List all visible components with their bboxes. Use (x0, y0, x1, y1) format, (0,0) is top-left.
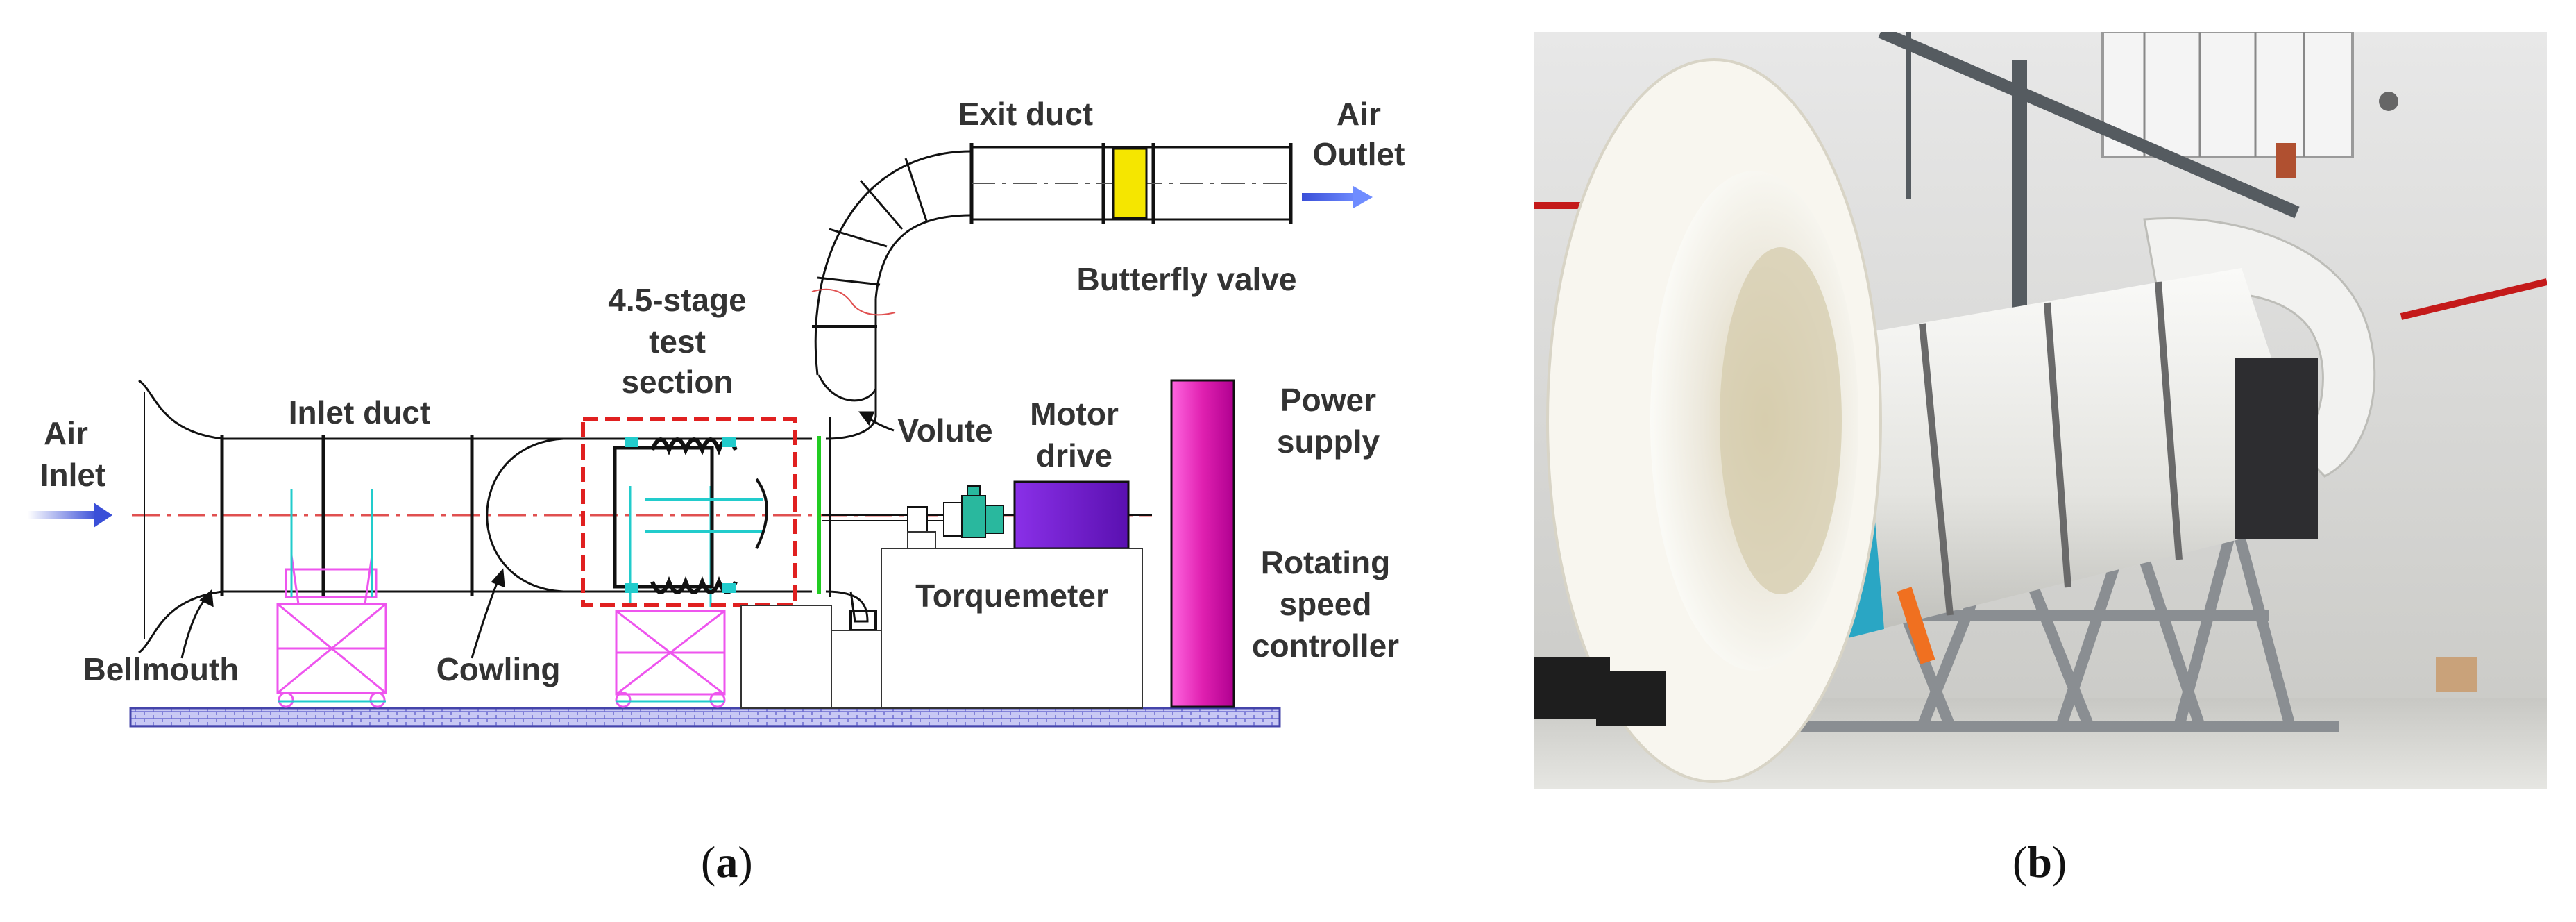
test-section-instrumentation (2235, 358, 2318, 539)
air-outlet-arrow (1302, 186, 1373, 208)
test-rig-photograph (1534, 32, 2547, 789)
caption-a: (a) (701, 837, 753, 887)
power-supply-cabinet (1170, 379, 1235, 708)
caption-b: (b) (2012, 837, 2067, 887)
compressor-test-section (604, 436, 821, 594)
label-test-section-line3: section (621, 364, 733, 400)
label-bellmouth: Bellmouth (83, 651, 239, 687)
leader-arrows (180, 411, 895, 659)
label-cowling: Cowling (437, 651, 561, 687)
label-air-inlet-line1: Air (44, 415, 88, 451)
label-motor-drive-line1: Motor (1030, 396, 1119, 432)
label-motor-drive-line2: drive (1036, 437, 1112, 473)
steel-beams (1878, 32, 2300, 310)
air-inlet-arrow (28, 503, 112, 528)
motor (1013, 480, 1130, 550)
caption-b-letter: b (2027, 837, 2052, 887)
bellmouth (138, 379, 223, 654)
label-test-section-line2: test (649, 324, 706, 360)
inlet-duct-stand-guides (278, 489, 386, 703)
electrical-panel (2276, 143, 2296, 178)
label-torquemeter: Torquemeter (915, 578, 1108, 614)
duct-flanges (1919, 281, 2183, 616)
label-air-inlet-line2: Inlet (40, 457, 106, 493)
label-rotating-speed-controller-line1: Rotating (1261, 544, 1391, 580)
exit-elbow (811, 150, 972, 376)
cardboard-box (2436, 657, 2477, 692)
caption-a-letter: a (715, 837, 738, 887)
cowling (486, 437, 564, 593)
orange-strap (1897, 587, 1935, 664)
label-volute: Volute (897, 412, 992, 449)
inlet-duct-stand (276, 555, 387, 708)
test-rig-schematic: Air Inlet Inlet duct Bellmouth Cowling 4… (28, 96, 1405, 728)
wall-lamp (2379, 92, 2398, 111)
drive-shaft (822, 485, 1152, 538)
label-power-supply-line2: supply (1277, 424, 1380, 460)
label-exit-duct: Exit duct (958, 96, 1093, 132)
label-inlet-duct: Inlet duct (289, 394, 430, 430)
test-section-highlight-box (581, 417, 797, 607)
label-test-section-line1: 4.5-stage (608, 282, 746, 318)
equipment-bases (740, 531, 1143, 709)
floor (129, 707, 1281, 728)
bellmouth-throat (1720, 247, 1842, 594)
label-butterfly-valve: Butterfly valve (1076, 261, 1296, 297)
label-air-outlet-line1: Air (1337, 96, 1381, 132)
hall-windows (2101, 32, 2354, 158)
label-air-outlet-line2: Outlet (1313, 136, 1405, 172)
label-rotating-speed-controller-line3: controller (1252, 628, 1399, 664)
butterfly-valve (1112, 147, 1148, 219)
label-rotating-speed-controller-line2: speed (1280, 586, 1372, 622)
volute (817, 299, 877, 632)
test-section-stand (615, 610, 726, 708)
storage-boxes (1534, 657, 1666, 726)
label-power-supply-line1: Power (1280, 382, 1376, 418)
